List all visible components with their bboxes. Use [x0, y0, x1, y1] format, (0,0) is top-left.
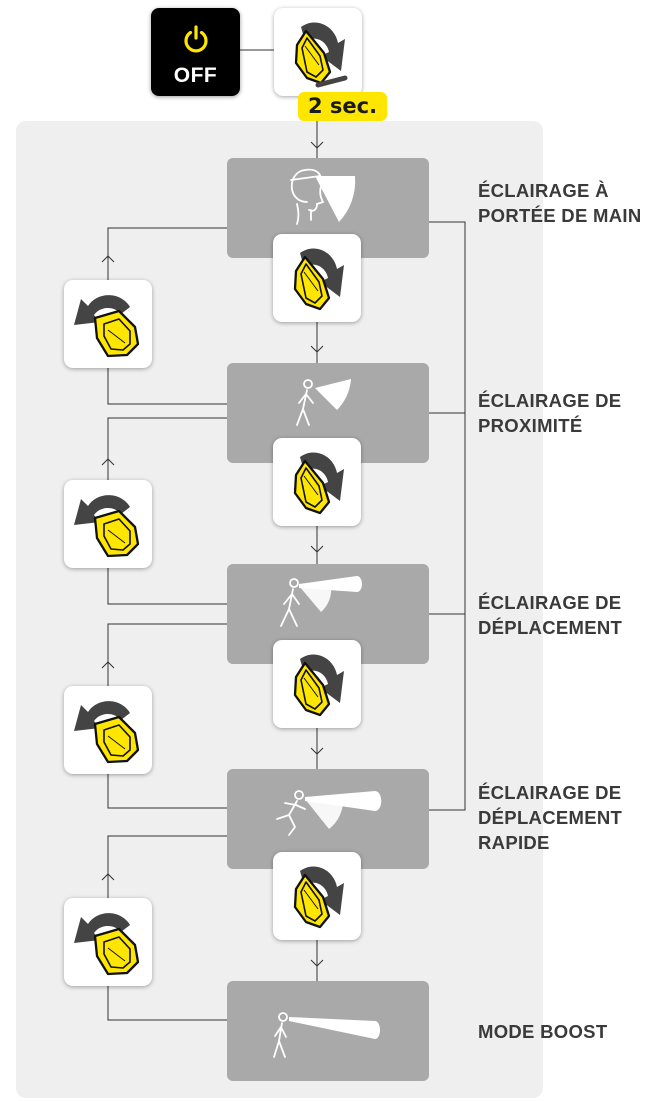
lamp-press-back-icon: [72, 699, 140, 764]
back-card-4: [64, 898, 152, 986]
back-card-1: [64, 280, 152, 368]
mode-label-line: ÉCLAIRAGE DE: [478, 592, 622, 613]
mode-label-line: DÉPLACEMENT: [478, 617, 623, 638]
head-reading-icon: [290, 168, 356, 225]
mode-label-line: ÉCLAIRAGE À: [478, 180, 609, 201]
mode-label-line: PORTÉE DE MAIN: [478, 205, 642, 226]
mode-box-boost: [227, 981, 429, 1081]
power-icon: [184, 25, 208, 53]
mode-label-boost: MODE BOOST: [478, 1019, 607, 1044]
mode-label-line: MODE BOOST: [478, 1021, 608, 1042]
lamp-press-down-icon: [293, 865, 346, 929]
lamp-press-down-icon: [293, 247, 346, 311]
back-card-2: [64, 480, 152, 568]
person-long-beam-icon: [273, 1012, 380, 1058]
lamp-press-back-icon: [72, 911, 140, 976]
person-walking-short-beam-icon: [296, 379, 351, 426]
press-card-2: [273, 438, 361, 526]
person-walking-beam-icon: [280, 576, 362, 627]
back-card-3: [64, 686, 152, 774]
press-card-3: [273, 640, 361, 728]
mode-label-line: PROXIMITÉ: [478, 415, 583, 436]
mode-label-line: DÉPLACEMENT: [478, 807, 623, 828]
lamp-press-back-icon: [72, 293, 140, 358]
mode-label-fast-movement: ÉCLAIRAGE DE DÉPLACEMENT RAPIDE: [478, 780, 622, 855]
lamp-press-down-icon: [293, 451, 346, 515]
off-button[interactable]: OFF: [151, 8, 240, 96]
lamp-press-back-icon: [72, 493, 140, 558]
press-card-4: [273, 852, 361, 940]
mode-label-line: ÉCLAIRAGE DE: [478, 390, 622, 411]
lamp-press-hold-icon: [294, 21, 348, 88]
mode-label-line: ÉCLAIRAGE DE: [478, 782, 622, 803]
hold-press-card: [274, 8, 362, 96]
mode-label-movement: ÉCLAIRAGE DE DÉPLACEMENT: [478, 590, 622, 640]
mode-label-reading: ÉCLAIRAGE À PORTÉE DE MAIN: [478, 178, 642, 228]
press-card-1: [273, 234, 361, 322]
person-running-beam-icon: [276, 790, 382, 836]
lamp-press-down-icon: [293, 653, 346, 717]
mode-label-line: RAPIDE: [478, 832, 550, 853]
mode-label-proximity: ÉCLAIRAGE DE PROXIMITÉ: [478, 388, 621, 438]
hold-duration-badge: 2 sec.: [298, 92, 387, 121]
off-label: OFF: [173, 64, 218, 87]
